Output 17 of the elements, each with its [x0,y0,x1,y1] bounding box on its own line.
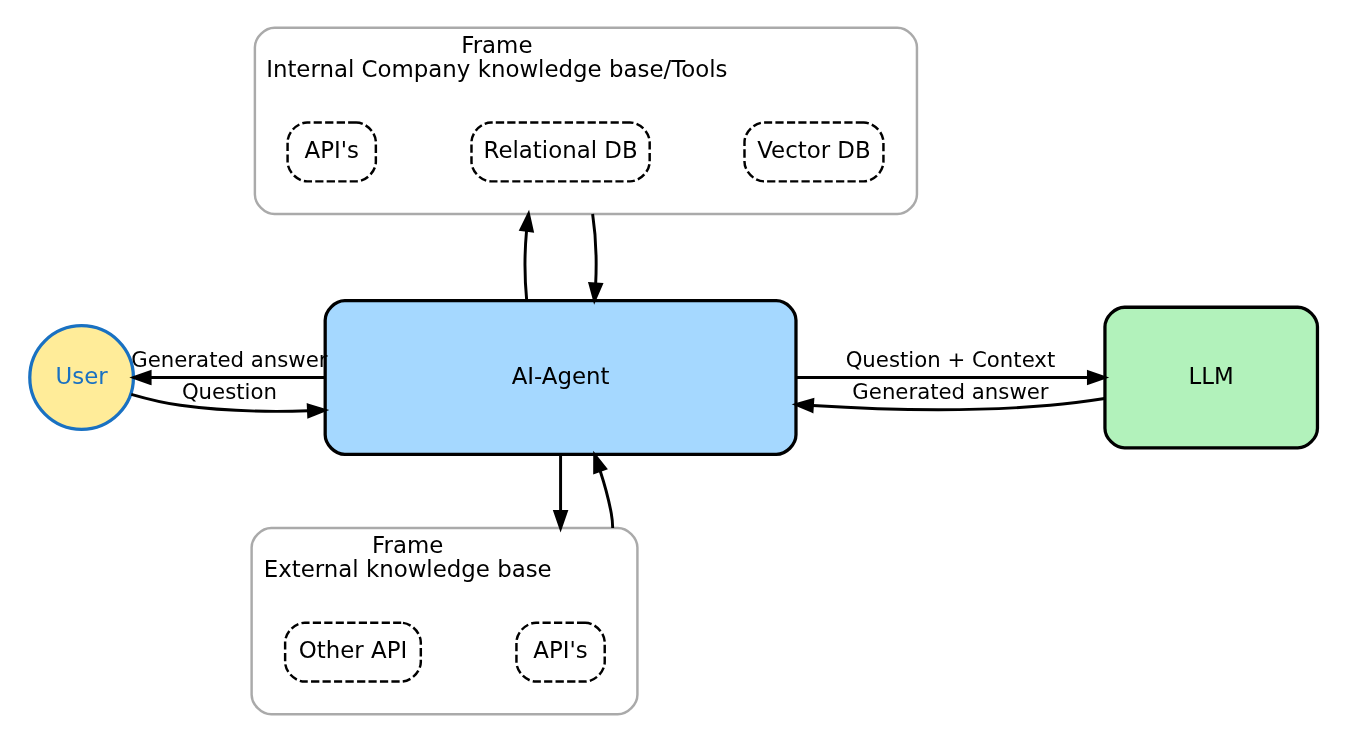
node-box: LLM [1102,305,1319,450]
edge-label: Generated answer [851,379,1049,405]
edge-label: Question + Context [845,346,1055,372]
arrow [130,392,329,419]
arrow [552,454,568,533]
node-box: Other API [283,621,422,683]
node-box: API's [514,621,606,683]
arrow [518,209,534,301]
arrow [128,369,325,386]
node-box: Vector DB [742,121,885,183]
arrow [592,450,614,528]
arrow [791,397,1105,414]
arrow [795,369,1109,386]
arrow [587,213,604,305]
node-box: API's [285,121,377,183]
node-box: Relational DB [469,121,651,183]
edge-label: Question [181,379,277,405]
